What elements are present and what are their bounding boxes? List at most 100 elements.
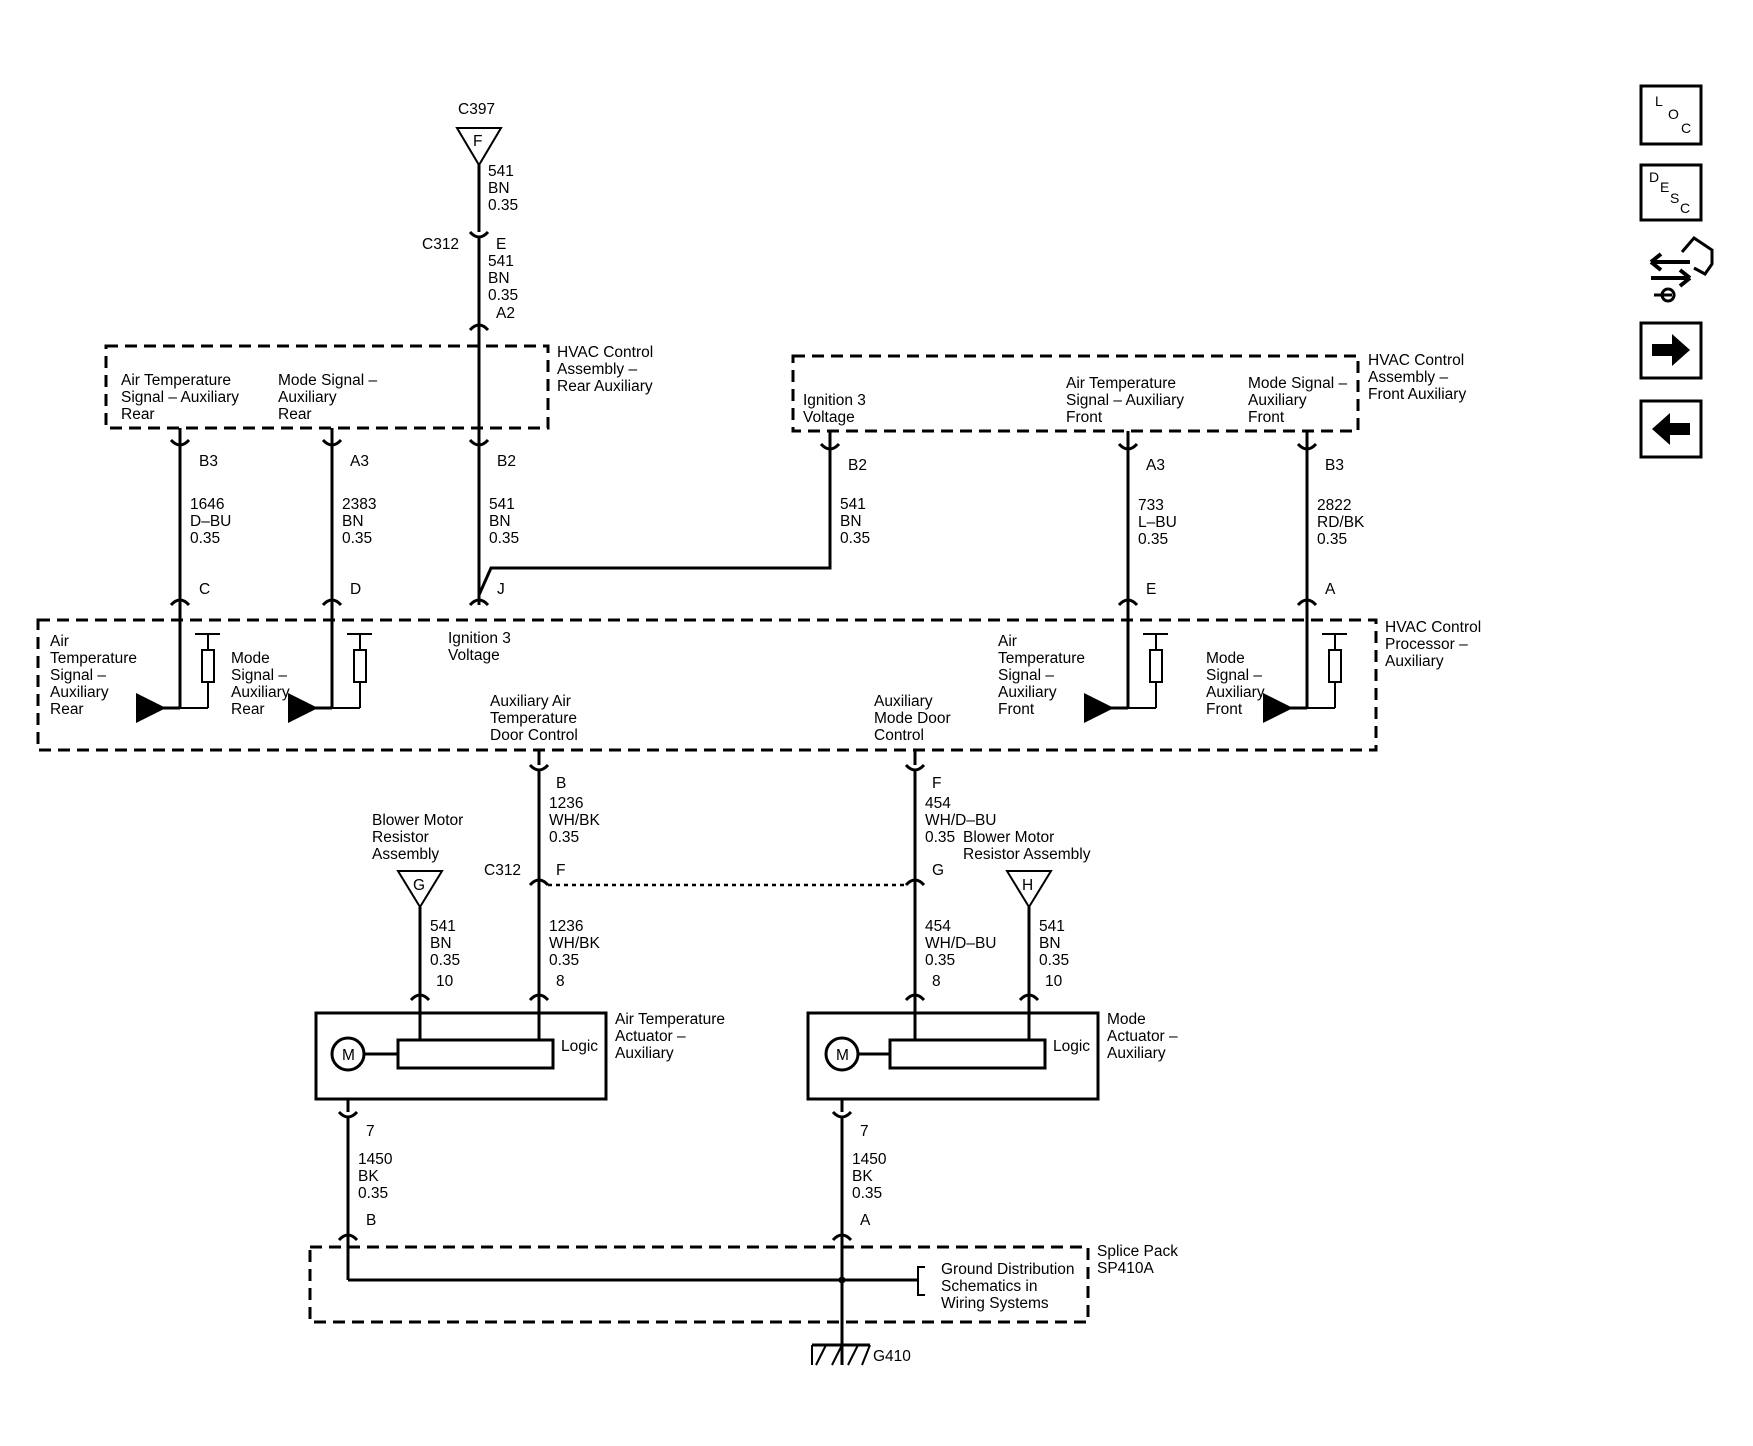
proc-pin-d: D [321,581,361,607]
svg-text:Air Temperature: Air Temperature [1066,375,1176,392]
svg-text:M: M [836,1047,849,1064]
air-actuator-pin-10: 10 [409,973,454,1002]
c312-top-connector: C312 E [422,230,506,253]
svg-text:B: B [366,1212,376,1229]
proc-aux-mode-door-label: Auxiliary Mode Door Control [874,693,951,744]
air-actuator-logic-label: Logic [561,1038,598,1055]
svg-text:B3: B3 [1325,457,1344,474]
svg-text:0.35: 0.35 [549,829,579,846]
svg-text:Assembly: Assembly [372,846,439,863]
next-page-button[interactable] [1639,321,1703,380]
svg-text:1450: 1450 [358,1151,393,1168]
svg-text:Actuator –: Actuator – [1107,1028,1178,1045]
svg-text:0.35: 0.35 [1138,531,1168,548]
svg-text:454: 454 [925,795,951,812]
proc-air-temp-rear-label: Air Temperature Signal – Auxiliary Rear [50,633,137,718]
mode-actuator-label: Mode Actuator – Auxiliary [1107,1011,1178,1062]
wire-541-front-label: 541 BN 0.35 [840,496,870,547]
rear-air-temp-signal-label: Air Temperature Signal – Auxiliary Rear [121,372,239,423]
wire-1236-lower-label: 1236 WH/BK 0.35 [549,918,600,969]
svg-text:Front: Front [998,701,1035,718]
svg-text:8: 8 [932,973,941,990]
c397-connector: C397 F [455,101,503,167]
wire-541-rear-label: 541 BN 0.35 [489,496,519,547]
svg-text:0.35: 0.35 [925,829,955,846]
svg-text:Signal –: Signal – [1206,667,1262,684]
svg-text:RD/BK: RD/BK [1317,514,1365,531]
blower-resistor-left-connector: G [396,870,444,909]
wire-541-right-label: 541 BN 0.35 [1039,918,1069,969]
svg-text:0.35: 0.35 [430,952,460,969]
wire-541-left-label: 541 BN 0.35 [430,918,460,969]
svg-text:1236: 1236 [549,795,583,812]
svg-text:Signal –: Signal – [998,667,1054,684]
proc-mode-front-label: Mode Signal – Auxiliary Front [1206,650,1265,718]
proc-mode-rear-circuit [288,605,372,723]
svg-text:Auxiliary: Auxiliary [1206,684,1265,701]
svg-text:F: F [473,133,482,150]
svg-text:Ignition 3: Ignition 3 [803,392,866,409]
rear-pin-b2: B2 [468,428,516,470]
ground-distribution-reference: Ground Distribution Schematics in Wiring… [842,1261,1075,1312]
ground-g410-icon [811,1343,871,1366]
svg-text:Auxiliary: Auxiliary [50,684,109,701]
svg-text:Auxiliary: Auxiliary [231,684,290,701]
svg-text:Mode: Mode [1206,650,1245,667]
splice-pack-box [308,1245,1090,1324]
svg-text:Resistor: Resistor [372,829,429,846]
svg-text:B2: B2 [497,453,516,470]
svg-text:0.35: 0.35 [1317,531,1347,548]
svg-text:Resistor Assembly: Resistor Assembly [963,846,1091,863]
proc-pin-b: B [528,750,566,792]
loc-button[interactable]: L O C [1639,84,1703,146]
swap-tools-icon[interactable] [1649,236,1714,303]
svg-text:E: E [1146,581,1156,598]
svg-text:Assembly –: Assembly – [557,361,637,378]
hvac-rear-auxiliary-box [104,344,550,430]
wire-541-top-label: 541 BN 0.35 [488,163,518,214]
svg-text:Rear: Rear [121,406,155,423]
svg-text:Rear Auxiliary: Rear Auxiliary [557,378,653,395]
svg-text:1646: 1646 [190,496,224,513]
svg-text:Actuator –: Actuator – [615,1028,686,1045]
ground-g410-label: G410 [873,1348,911,1365]
svg-text:E: E [1660,179,1669,195]
prev-page-button[interactable] [1639,399,1703,459]
svg-text:Rear: Rear [278,406,312,423]
svg-text:H: H [1022,877,1033,894]
proc-aux-air-door-label: Auxiliary Air Temperature Door Control [490,693,578,744]
svg-text:WH/D–BU: WH/D–BU [925,935,996,952]
svg-text:733: 733 [1138,497,1164,514]
svg-text:Air: Air [50,633,69,650]
svg-text:0.35: 0.35 [488,197,518,214]
svg-text:454: 454 [925,918,951,935]
hvac-rear-auxiliary-title: HVAC Control Assembly – Rear Auxiliary [557,344,653,395]
svg-text:Mode: Mode [231,650,270,667]
svg-text:WH/BK: WH/BK [549,935,600,952]
svg-text:Mode Signal –: Mode Signal – [278,372,377,389]
front-mode-signal-label: Mode Signal – Auxiliary Front [1248,375,1347,426]
desc-button[interactable]: D E S C [1639,163,1703,222]
svg-text:Control: Control [874,727,924,744]
wire-454-lower-label: 454 WH/D–BU 0.35 [925,918,996,969]
rear-mode-signal-label: Mode Signal – Auxiliary Rear [278,372,377,423]
proc-air-temp-front-circuit [1084,605,1168,723]
wire-1236-upper-label: 1236 WH/BK 0.35 [549,795,600,846]
wire-1450-left-label: 1450 BK 0.35 [358,1151,393,1202]
svg-text:Blower Motor: Blower Motor [963,829,1054,846]
svg-text:BN: BN [840,513,862,530]
rear-pin-a3: A3 [321,428,369,470]
proc-pin-f: F [904,750,941,792]
blower-resistor-left-label: Blower Motor Resistor Assembly [372,812,463,863]
wire-454-upper-label: 454 WH/D–BU 0.35 [925,795,996,846]
svg-text:0.35: 0.35 [190,530,220,547]
svg-text:Auxiliary: Auxiliary [1248,392,1307,409]
svg-text:Processor –: Processor – [1385,636,1468,653]
svg-text:Auxiliary: Auxiliary [1385,653,1444,670]
svg-text:10: 10 [1045,973,1063,990]
svg-text:Auxiliary: Auxiliary [998,684,1057,701]
svg-text:1450: 1450 [852,1151,887,1168]
front-pin-a3: A3 [1117,431,1165,474]
svg-text:C312: C312 [484,862,521,879]
svg-text:Voltage: Voltage [803,409,855,426]
